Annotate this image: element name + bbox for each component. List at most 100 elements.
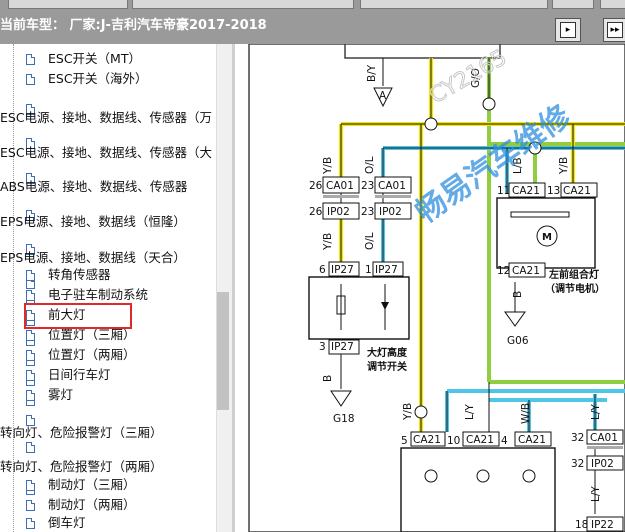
tree-item[interactable]: 转向灯、危险报警灯（三厢）: [0, 425, 163, 440]
tree-item[interactable]: ESC电源、接地、数据线、传感器（万: [0, 110, 213, 125]
pin-1: 1: [365, 264, 372, 276]
connector-ca21-d: CA21: [413, 434, 441, 446]
lamp-symbol: [424, 469, 438, 483]
wire-label-ly: L/Y: [464, 404, 476, 420]
wiring-diagram[interactable]: A B/Y G/O Y/B O/L 26 CA01 23 CA01 26 IP0…: [235, 44, 625, 532]
tree-item[interactable]: 制动灯（两厢）: [26, 495, 136, 515]
tree-item[interactable]: 电子驻车制动系统: [26, 285, 148, 305]
document-icon: [26, 138, 35, 149]
combo-label-2: （调节电机）: [545, 282, 605, 295]
document-icon: [26, 74, 35, 85]
connector-ip27-c: IP27: [331, 341, 354, 353]
tree-scrollbar-thumb[interactable]: [217, 292, 229, 410]
motor-symbol: [536, 225, 558, 247]
tree-item[interactable]: EPS电源、接地、数据线（恒隆）: [0, 214, 186, 229]
tree-scrollbar[interactable]: [216, 44, 233, 532]
toolbar-tab[interactable]: [360, 0, 548, 9]
connector-ca21-f: CA21: [518, 434, 546, 446]
top-bar: 当前车型： 厂家:J-吉利汽车帝豪2017-2018 ▸ ▸▸: [0, 0, 625, 44]
page-nav-button[interactable]: ▸: [555, 18, 581, 42]
connector-ca21-c: CA21: [512, 265, 540, 277]
pin-4: 4: [501, 435, 508, 447]
pin-32: 32: [571, 432, 584, 444]
pin-23-b: 23: [361, 206, 374, 218]
tree-item[interactable]: 位置灯（两厢）: [26, 345, 136, 365]
wiring-diagram-svg: A B/Y G/O Y/B O/L 26 CA01 23 CA01 26 IP0…: [248, 44, 625, 532]
switch-label-2: 调节开关: [367, 360, 407, 373]
wire-junction: [424, 117, 438, 131]
connector-ca01: CA01: [326, 180, 354, 192]
tree-item[interactable]: EPS电源、接地、数据线（天合）: [0, 250, 186, 265]
ground-symbol-2: [504, 311, 526, 327]
pin-3: 3: [319, 341, 326, 353]
wire-junction: [482, 97, 496, 111]
document-icon: [26, 244, 35, 255]
toolbar-tab[interactable]: [600, 0, 625, 9]
document-icon: [26, 173, 35, 184]
document-icon: [26, 310, 35, 321]
wire-label-gw: G/O: [470, 68, 482, 88]
connector-ip22: IP22: [591, 519, 614, 531]
wire-label-lb: L/B: [512, 157, 524, 174]
document-icon: [26, 370, 35, 381]
wire-label-yb-3: Y/B: [558, 157, 570, 175]
connector-ip02: IP02: [327, 206, 350, 218]
wire-label-yb-4: Y/B: [402, 403, 414, 421]
document-icon: [26, 104, 35, 115]
headlamp-box: [400, 447, 556, 532]
wire-label-yb-2: Y/B: [322, 233, 334, 251]
connector-a-arrow: [373, 87, 393, 108]
pin-18: 18: [575, 519, 588, 531]
headlamp-leveling-switch-box: [308, 276, 410, 340]
wire-label-ol: O/L: [364, 156, 376, 174]
document-icon: [26, 390, 35, 401]
lamp-symbol: [476, 469, 490, 483]
wire-label-by: B/Y: [366, 64, 378, 82]
connector-ca01-c: CA01: [590, 432, 618, 444]
document-icon: [26, 415, 35, 426]
pin-6: 6: [319, 264, 326, 276]
wire-label-ly-2: L/Y: [590, 404, 602, 420]
wire-label-gy: L/Y: [590, 486, 602, 502]
pin-23: 23: [361, 180, 374, 192]
toolbar-tab[interactable]: [132, 0, 354, 9]
ground-g06: G06: [507, 335, 529, 347]
document-icon: [26, 442, 35, 453]
connector-ca21-e: CA21: [466, 434, 494, 446]
toolbar-tab[interactable]: [552, 0, 594, 9]
lamp-symbol: [522, 469, 536, 483]
pin-11: 11: [497, 185, 510, 197]
tree-item[interactable]: ESC电源、接地、数据线、传感器（大: [0, 145, 213, 160]
pin-10: 10: [447, 435, 460, 447]
pin-26-b: 26: [309, 206, 323, 218]
tree-item-selected[interactable]: 前大灯: [26, 305, 86, 325]
pin-5: 5: [401, 435, 408, 447]
tree-item[interactable]: 位置灯（三厢）: [26, 325, 136, 345]
wire-label-a: A: [379, 90, 387, 102]
connector-ca01-b: CA01: [378, 180, 406, 192]
wire-label-ol-2: O/L: [364, 232, 376, 250]
tree-line: [13, 44, 14, 532]
tree-item[interactable]: ESC开关（海外）: [26, 69, 148, 89]
pin-12: 12: [497, 265, 510, 277]
tree-item[interactable]: 日间行车灯: [26, 365, 111, 385]
wire-label-wb: W/B: [520, 403, 532, 424]
last-page-button[interactable]: ▸▸: [603, 18, 625, 42]
tree-item[interactable]: ABS电源、接地、数据线、传感器: [0, 179, 188, 194]
tree-item[interactable]: 转角传感器: [26, 265, 111, 285]
tree-item[interactable]: 倒车灯: [26, 513, 86, 532]
document-icon: [26, 500, 35, 511]
toolbar-tab[interactable]: [8, 0, 128, 9]
wiring-tree[interactable]: ESC开关（MT）ESC开关（海外） ESC电源、接地、数据线、传感器（万 ESC电…: [0, 44, 216, 532]
wire-junction: [528, 141, 542, 155]
tree-item[interactable]: 雾灯: [26, 385, 73, 405]
panel-splitter[interactable]: [232, 44, 235, 532]
document-icon: [26, 210, 35, 221]
ground-g18: G18: [333, 413, 355, 425]
combo-label-1: 左前组合灯: [548, 268, 599, 281]
tree-item[interactable]: 制动灯（三厢）: [26, 475, 136, 495]
tree-item[interactable]: ESC开关（MT）: [26, 49, 141, 69]
document-icon: [26, 54, 35, 65]
tree-item[interactable]: 转向灯、危险报警灯（两厢）: [0, 459, 163, 474]
document-icon: [26, 270, 35, 281]
